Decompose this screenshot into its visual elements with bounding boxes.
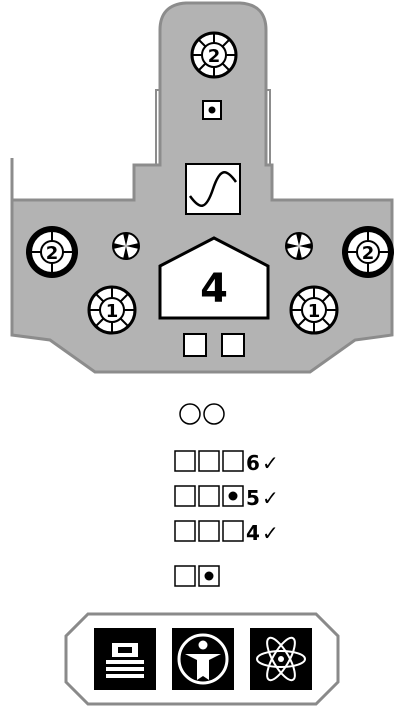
weapon-left-large-value: 2 bbox=[46, 243, 59, 264]
circle-slot[interactable] bbox=[180, 404, 200, 424]
track-box[interactable] bbox=[175, 451, 195, 471]
hull-box-left[interactable] bbox=[184, 334, 206, 356]
weapon-left-small-value: 1 bbox=[106, 301, 119, 322]
right-x-disc[interactable] bbox=[286, 233, 312, 259]
hull-value: 4 bbox=[200, 266, 228, 312]
track-box[interactable] bbox=[175, 486, 195, 506]
extra-box[interactable] bbox=[175, 566, 195, 586]
track-check-5: ✓ bbox=[262, 486, 279, 510]
circle-slot[interactable] bbox=[204, 404, 224, 424]
weapon-right-small[interactable]: 1 bbox=[291, 287, 337, 333]
hull-dot-box[interactable] bbox=[203, 101, 221, 119]
track-box[interactable] bbox=[223, 521, 243, 541]
weapon-right-small-value: 1 bbox=[308, 301, 321, 322]
atom-icon[interactable] bbox=[250, 628, 312, 690]
track-box[interactable] bbox=[199, 451, 219, 471]
track-label-6: 6 bbox=[246, 451, 260, 475]
crew-insignia-icon[interactable] bbox=[94, 628, 156, 690]
track-box[interactable] bbox=[175, 521, 195, 541]
vitruvian-figure-icon[interactable] bbox=[172, 628, 234, 690]
weapon-left-large[interactable]: 2 bbox=[26, 226, 78, 278]
weapon-left-small[interactable]: 1 bbox=[89, 287, 135, 333]
track-dot bbox=[229, 492, 238, 501]
extra-dot bbox=[205, 572, 214, 581]
track-box[interactable] bbox=[199, 486, 219, 506]
weapon-right-large[interactable]: 2 bbox=[342, 226, 394, 278]
hull-box-right[interactable] bbox=[222, 334, 244, 356]
track-check-6: ✓ bbox=[262, 451, 279, 475]
track-label-5: 5 bbox=[246, 486, 260, 510]
wave-box[interactable] bbox=[186, 164, 240, 214]
weapon-top-value: 2 bbox=[208, 46, 221, 67]
left-x-disc[interactable] bbox=[113, 233, 139, 259]
track-box[interactable] bbox=[223, 451, 243, 471]
weapon-top[interactable]: 2 bbox=[192, 33, 236, 77]
track-box[interactable] bbox=[199, 521, 219, 541]
track-label-4: 4 bbox=[246, 521, 260, 545]
weapon-right-large-value: 2 bbox=[362, 243, 375, 264]
track-check-4: ✓ bbox=[262, 521, 279, 545]
